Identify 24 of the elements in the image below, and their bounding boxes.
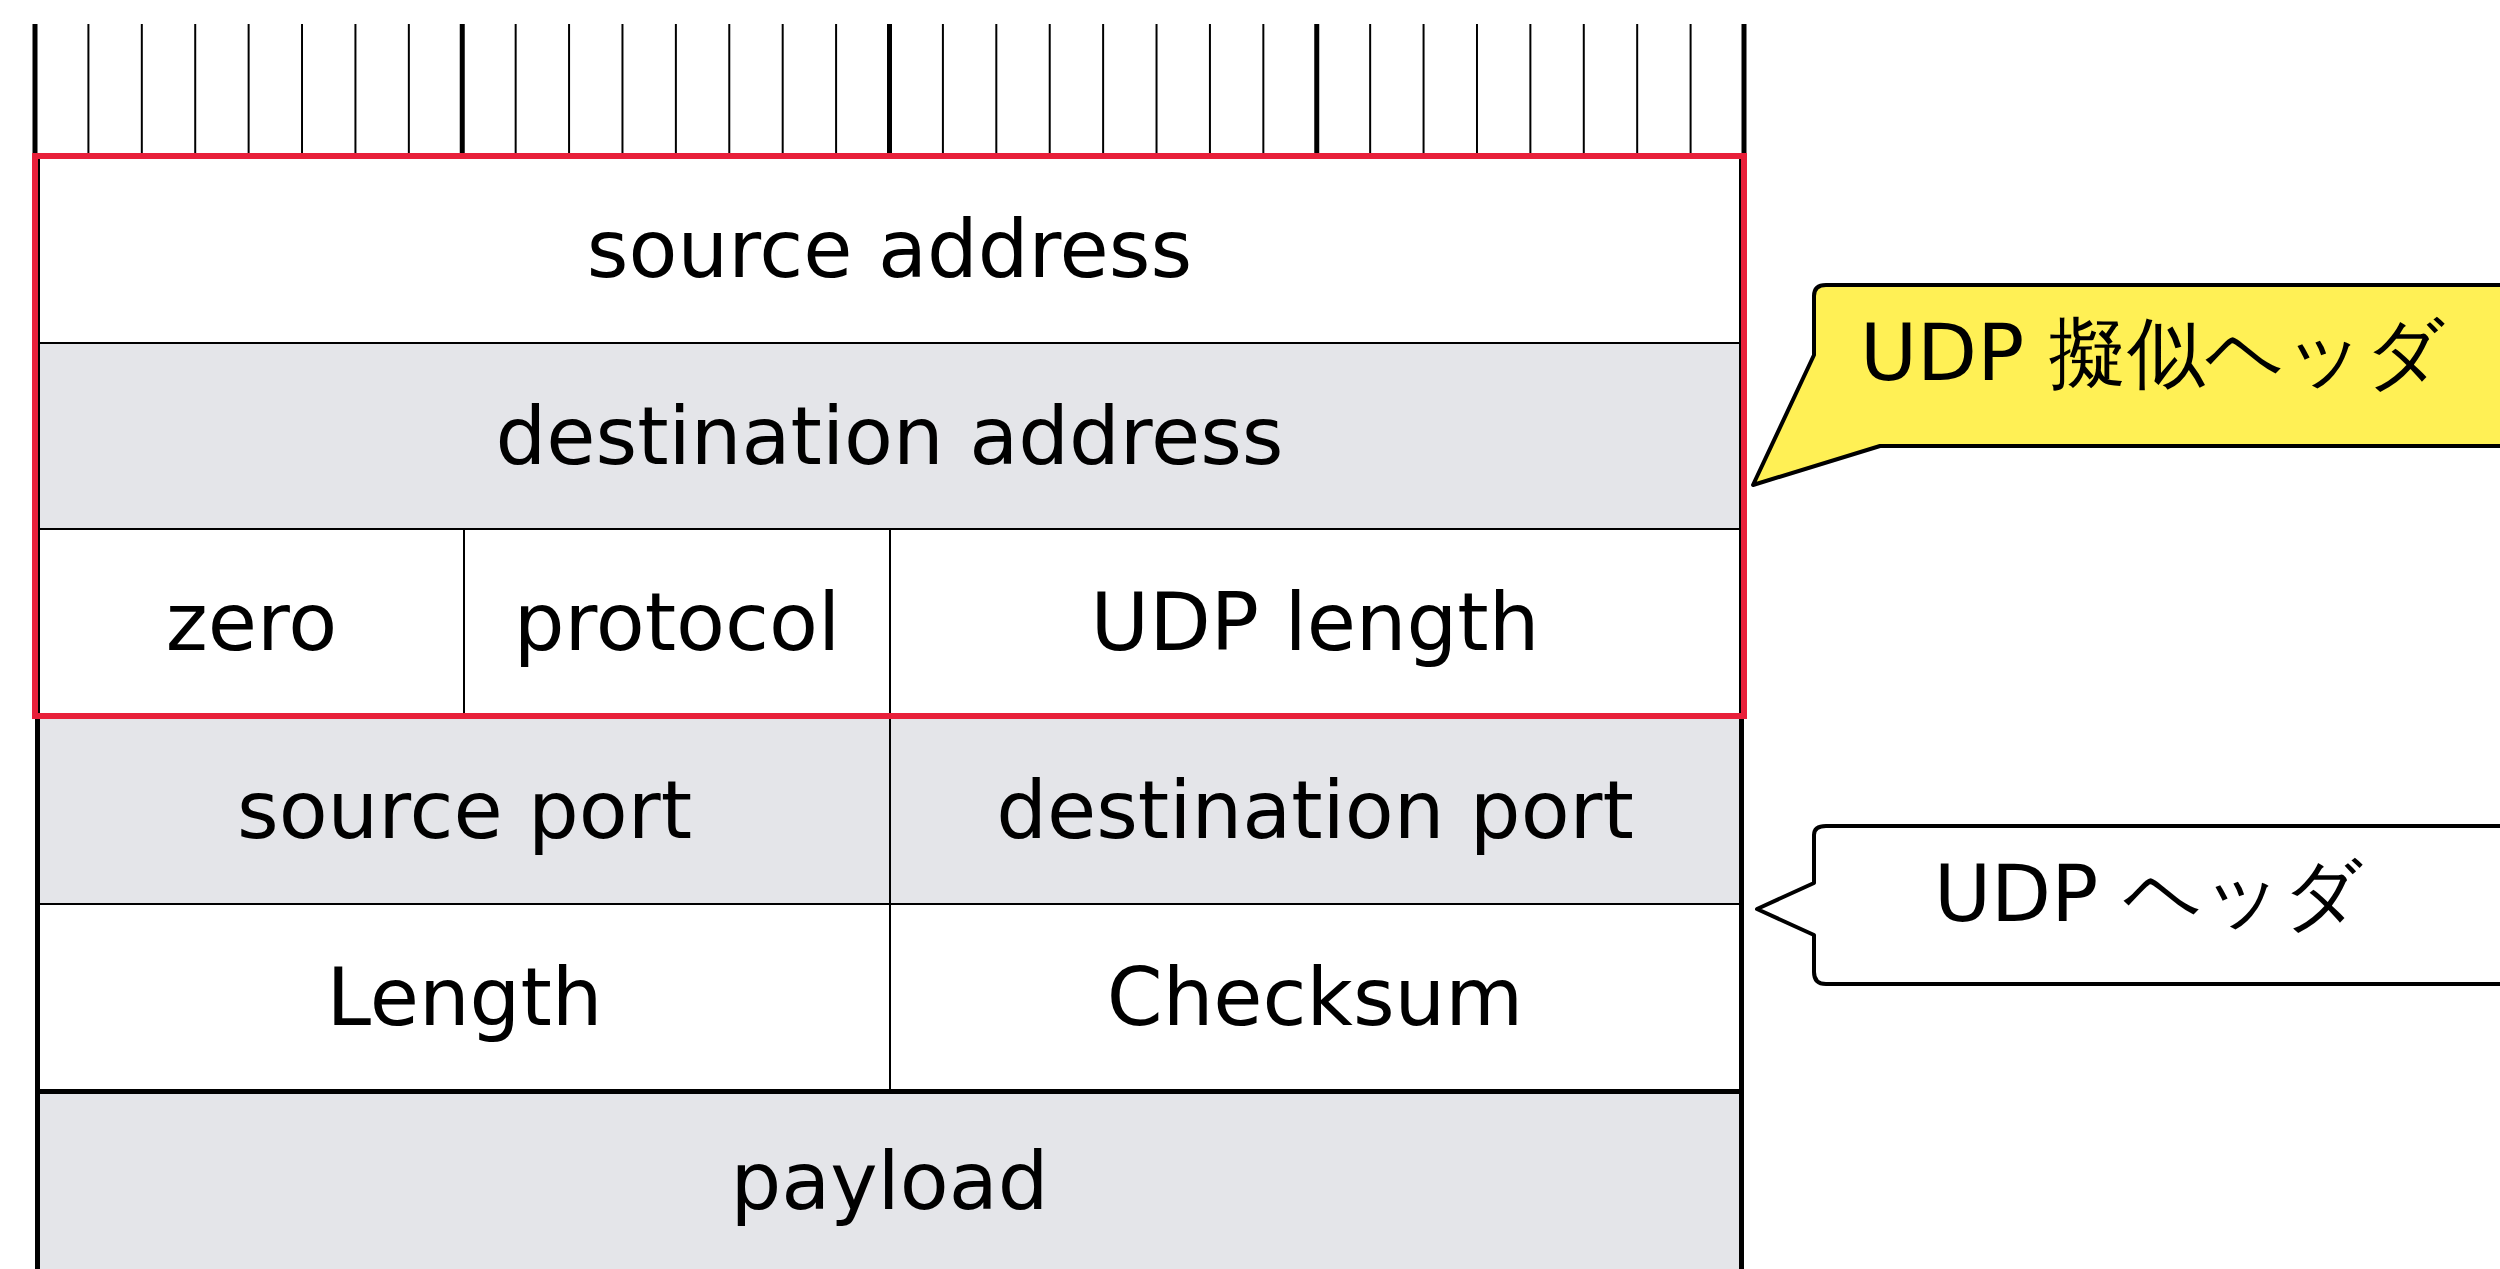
callout-text: UDP ヘッダ: [1934, 848, 2363, 941]
field-name: source port: [236, 763, 693, 857]
header-field-cell: [35, 529, 464, 716]
header-field-cell: [35, 716, 890, 904]
field-name: zero: [165, 576, 338, 669]
field-name: Length: [326, 950, 603, 1044]
header-field-cell: [890, 904, 1744, 1090]
field-name: Checksum: [1106, 950, 1524, 1044]
field-name: destination port: [996, 763, 1634, 857]
header-field-cell: [464, 529, 890, 716]
callout-text: UDP 擬似ヘッダ: [1860, 307, 2445, 400]
header-field-cell: [35, 343, 1744, 529]
field-name: protocol: [513, 576, 841, 669]
header-field-cell: [35, 904, 890, 1090]
header-field-cell: [890, 716, 1744, 904]
header-field-cell: [890, 529, 1744, 716]
field-name: payload: [730, 1135, 1049, 1228]
header-field-cell: [35, 1090, 1744, 1269]
field-name: destination address: [495, 389, 1284, 483]
callout-bubble: [1750, 282, 2500, 488]
field-name: source address: [586, 203, 1193, 296]
callout-bubble: [1754, 823, 2500, 987]
header-field-cell: [35, 156, 1744, 343]
field-name: UDP length: [1090, 576, 1540, 669]
